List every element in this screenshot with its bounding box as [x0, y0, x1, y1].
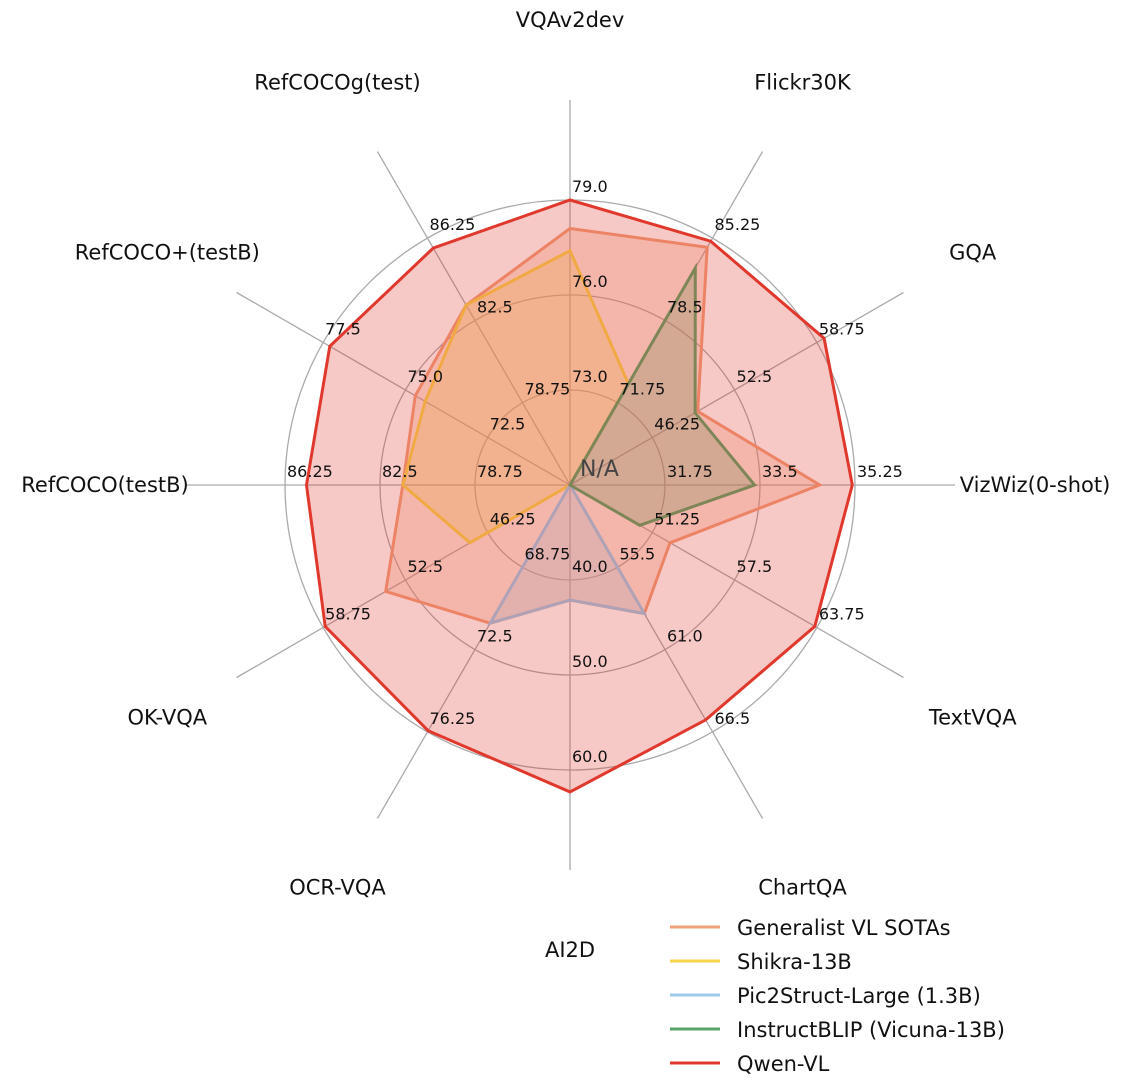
center-label: N/A: [580, 457, 619, 482]
tick-label: 57.5: [737, 557, 773, 576]
tick-label: 40.0: [572, 557, 608, 576]
legend-label: Shikra-13B: [737, 950, 852, 974]
tick-label: 78.75: [525, 380, 571, 399]
tick-label: 79.0: [572, 177, 608, 196]
axis-line: [236, 291, 571, 486]
tick-label: 58.75: [325, 605, 371, 624]
category-label: OK-VQA: [127, 706, 207, 730]
tick-label: 77.5: [325, 320, 361, 339]
tick-label: 50.0: [572, 652, 608, 671]
category-label: VizWiz(0-shot): [960, 473, 1111, 497]
axis-line: [569, 291, 904, 486]
legend-label: InstructBLIP (Vicuna-13B): [737, 1018, 1005, 1042]
tick-label: 52.5: [737, 367, 773, 386]
tick-label: 46.25: [490, 510, 536, 529]
legend-label: Pic2Struct-Large (1.3B): [737, 984, 981, 1008]
tick-label: 71.75: [620, 380, 666, 399]
tick-label: 82.5: [477, 297, 513, 316]
category-label: RefCOCO(testB): [21, 473, 188, 497]
tick-label: 86.25: [430, 215, 476, 234]
category-label: GQA: [949, 241, 997, 265]
category-label: ChartQA: [758, 876, 847, 900]
category-label: VQAv2dev: [516, 8, 625, 32]
tick-label: 51.25: [654, 510, 700, 529]
tick-labels: 73.0 76.0 79.0 71.75 78.5 85.25 46.25 52.5 58.75…: [287, 177, 903, 766]
category-label: Flickr30K: [754, 70, 852, 94]
tick-label: 75.0: [407, 367, 443, 386]
category-label: AI2D: [545, 938, 595, 962]
series-layer: [304, 198, 854, 794]
tick-label: 76.0: [572, 272, 608, 291]
legend-label: Qwen-VL: [737, 1052, 830, 1076]
tick-label: 61.0: [667, 627, 703, 646]
category-label: RefCOCO+(testB): [75, 241, 260, 265]
category-label: TextVQA: [928, 706, 1017, 730]
tick-label: 72.5: [490, 415, 526, 434]
tick-label: 66.5: [715, 709, 751, 728]
tick-label: 60.0: [572, 747, 608, 766]
tick-label: 31.75: [667, 462, 713, 481]
tick-label: 33.5: [762, 462, 798, 481]
tick-label: 55.5: [620, 544, 656, 563]
tick-label: 52.5: [407, 557, 443, 576]
tick-label: 78.75: [477, 462, 523, 481]
legend-label: Generalist VL SOTAs: [737, 916, 951, 940]
axis-line: [376, 151, 571, 486]
tick-label: 58.75: [819, 320, 865, 339]
tick-label: 68.75: [525, 544, 571, 563]
category-label: RefCOCOg(test): [254, 70, 420, 94]
tick-label: 73.0: [572, 367, 608, 386]
category-label: OCR-VQA: [289, 876, 386, 900]
tick-label: 85.25: [715, 215, 761, 234]
series-polygon-3: [567, 262, 758, 527]
tick-label: 86.25: [287, 462, 333, 481]
tick-label: 78.5: [667, 297, 703, 316]
tick-label: 35.25: [857, 462, 903, 481]
tick-label: 72.5: [477, 627, 513, 646]
tick-label: 46.25: [654, 415, 700, 434]
tick-label: 76.25: [430, 709, 476, 728]
tick-label: 82.5: [382, 462, 418, 481]
tick-label: 63.75: [819, 605, 865, 624]
